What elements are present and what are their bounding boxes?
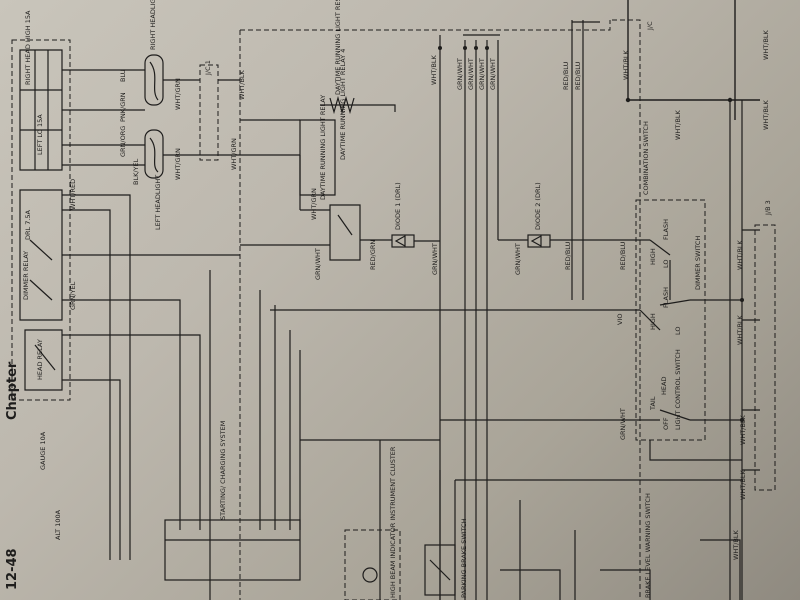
label-wht-blk-bottom-1: WHT/BLK	[736, 239, 744, 270]
label-fuse-left-lo: LEFT LO 15A	[36, 114, 44, 155]
label-blk-yel: BLK/YEL	[132, 158, 140, 185]
label-drl-relay: DAYTIME RUNNING LIGHT RELAY	[319, 95, 327, 200]
high-beam-indicator	[344, 529, 401, 600]
label-blu: BLU	[119, 69, 127, 82]
label-wht-blk-top-2: WHT/BLK	[622, 49, 630, 80]
label-high-beam-indicator: HIGH BEAM INDICATOR INSTRUMENT CLUSTER	[389, 446, 397, 598]
label-grn-wht-8: GRN/WHT	[314, 248, 322, 280]
parking-brake-switch	[424, 544, 456, 596]
label-light-control-switch: LIGHT CONTROL SWITCH	[674, 349, 682, 430]
fuse-block-wires	[62, 69, 240, 560]
label-grn-yel: GRN/YEL	[69, 281, 77, 310]
label-jc-top: J/C	[646, 21, 654, 31]
label-drl-resistor: DAYTIME RUNNING LIGHT RESISTOR	[334, 0, 342, 95]
label-high-1: HIGH	[649, 248, 657, 265]
combination-switch	[270, 199, 744, 441]
diode-1	[391, 234, 440, 248]
label-red-grn: RED/GRN	[369, 240, 377, 270]
label-dimmer-switch: DIMMER SWITCH	[694, 236, 702, 290]
label-red-blu-3: RED/BLU	[564, 241, 572, 270]
label-grn-wht-1: GRN/WHT	[456, 58, 464, 90]
drl-relay-resistor	[240, 95, 396, 210]
label-head-relay: HEAD RELAY	[36, 339, 44, 380]
label-grn-wht-7: GRN/WHT	[619, 408, 627, 440]
label-wht-blk-bottom-2: WHT/BLK	[736, 314, 744, 345]
label-grn-wht-3: GRN/WHT	[478, 58, 486, 90]
label-brake-level: BRAKE LEVEL WARNING SWITCH	[644, 493, 652, 598]
label-head: HEAD	[660, 377, 668, 395]
label-lo-1: LO	[662, 259, 670, 268]
drl-relay	[240, 204, 392, 261]
label-fuse-right-hi: RIGHT HEAD HIGH 15A	[24, 10, 32, 85]
label-red-blu-4: RED/BLU	[619, 241, 627, 270]
diode-2	[498, 234, 583, 248]
label-wht-blk-bottom-3: WHT/BLK	[739, 414, 747, 445]
label-wht-blk-mid: WHT/BLK	[674, 109, 682, 140]
label-drl-fuse: DRL 7.5A	[24, 209, 32, 240]
label-drl-relay4: DAYTIME RUNNING LIGHT RELAY 4	[339, 49, 347, 160]
label-dimmer-relay: DIMMER RELAY	[22, 251, 30, 300]
label-jc1: J/C 1	[204, 60, 212, 76]
label-alt-fuse: ALT 100A	[54, 509, 62, 540]
label-wht-blk-2: WHT/BLK	[430, 54, 438, 85]
label-tail: TAIL	[649, 396, 657, 411]
fuse-relay-block	[11, 39, 71, 401]
label-wht-blk-top: WHT/BLK	[762, 29, 770, 60]
label-right-headlight: RIGHT HEADLIGHT	[149, 0, 157, 50]
label-wht-blk-bottom-4: WHT/BLK	[739, 469, 747, 500]
page-number: 12-48	[5, 548, 20, 590]
label-lo-2: LO	[674, 326, 682, 335]
label-left-headlight: LEFT HEADLIGHT	[154, 175, 162, 230]
label-diode1: DIODE 1 (DRL)	[394, 182, 402, 230]
label-grn-org: GRN/ORG	[119, 126, 127, 157]
bottom-connector-block	[164, 519, 301, 581]
top-bus-wires	[239, 0, 760, 600]
label-pnk-grn: PNK/GRN	[119, 92, 127, 122]
bottom-right-switches	[500, 539, 741, 600]
label-red-blu-1: RED/BLU	[562, 61, 570, 90]
right-headlight	[144, 54, 200, 106]
label-grn-wht-2: GRN/WHT	[467, 58, 475, 90]
label-wht-grn-4: WHT/GRN	[310, 188, 318, 220]
label-combination-switch: COMBINATION SWITCH	[642, 121, 650, 195]
chapter-heading: Chapter	[5, 361, 20, 420]
label-off: OFF	[662, 417, 670, 430]
label-grn-wht-5: GRN/WHT	[431, 243, 439, 275]
jb3-connector	[742, 224, 776, 491]
label-gauge-fuse: GAUGE 10A	[39, 431, 47, 470]
label-vio: VIO	[616, 314, 624, 325]
label-red-blu-2: RED/BLU	[574, 61, 582, 90]
jc1-connector	[199, 64, 240, 161]
label-wht-red: WHT/RED	[69, 179, 77, 210]
label-parking-brake: PARKING BRAKE SWITCH	[460, 518, 468, 598]
label-grn-wht-4: GRN/WHT	[489, 58, 497, 90]
left-headlight	[144, 129, 300, 179]
label-jb3: J/B 3	[764, 200, 772, 216]
label-wht-grn-1: WHT/GRN	[174, 78, 182, 110]
label-wht-grn-3: WHT/GRN	[230, 138, 238, 170]
label-wht-grn-2: WHT/GRN	[174, 148, 182, 180]
label-wht-blk-mid-2: WHT/BLK	[762, 99, 770, 130]
diagram-labels: 12-48 Chapter J/C WHT/BLK WHT/BLK WHT/BL…	[5, 0, 772, 598]
label-wht-blk-3: WHT/BLK	[238, 69, 246, 100]
label-high-2: HIGH	[649, 313, 657, 330]
label-wht-blk-bottom-5: WHT/BLK	[732, 529, 740, 560]
bottom-wires	[209, 270, 742, 600]
label-starting-charging: STARTING/ CHARGING SYSTEM	[219, 421, 227, 520]
label-flash-2: FLASH	[662, 287, 670, 308]
label-flash-1: FLASH	[662, 219, 670, 240]
label-diode2: DIODE 2 (DRL)	[534, 182, 542, 230]
label-grn-wht-6: GRN/WHT	[514, 243, 522, 275]
